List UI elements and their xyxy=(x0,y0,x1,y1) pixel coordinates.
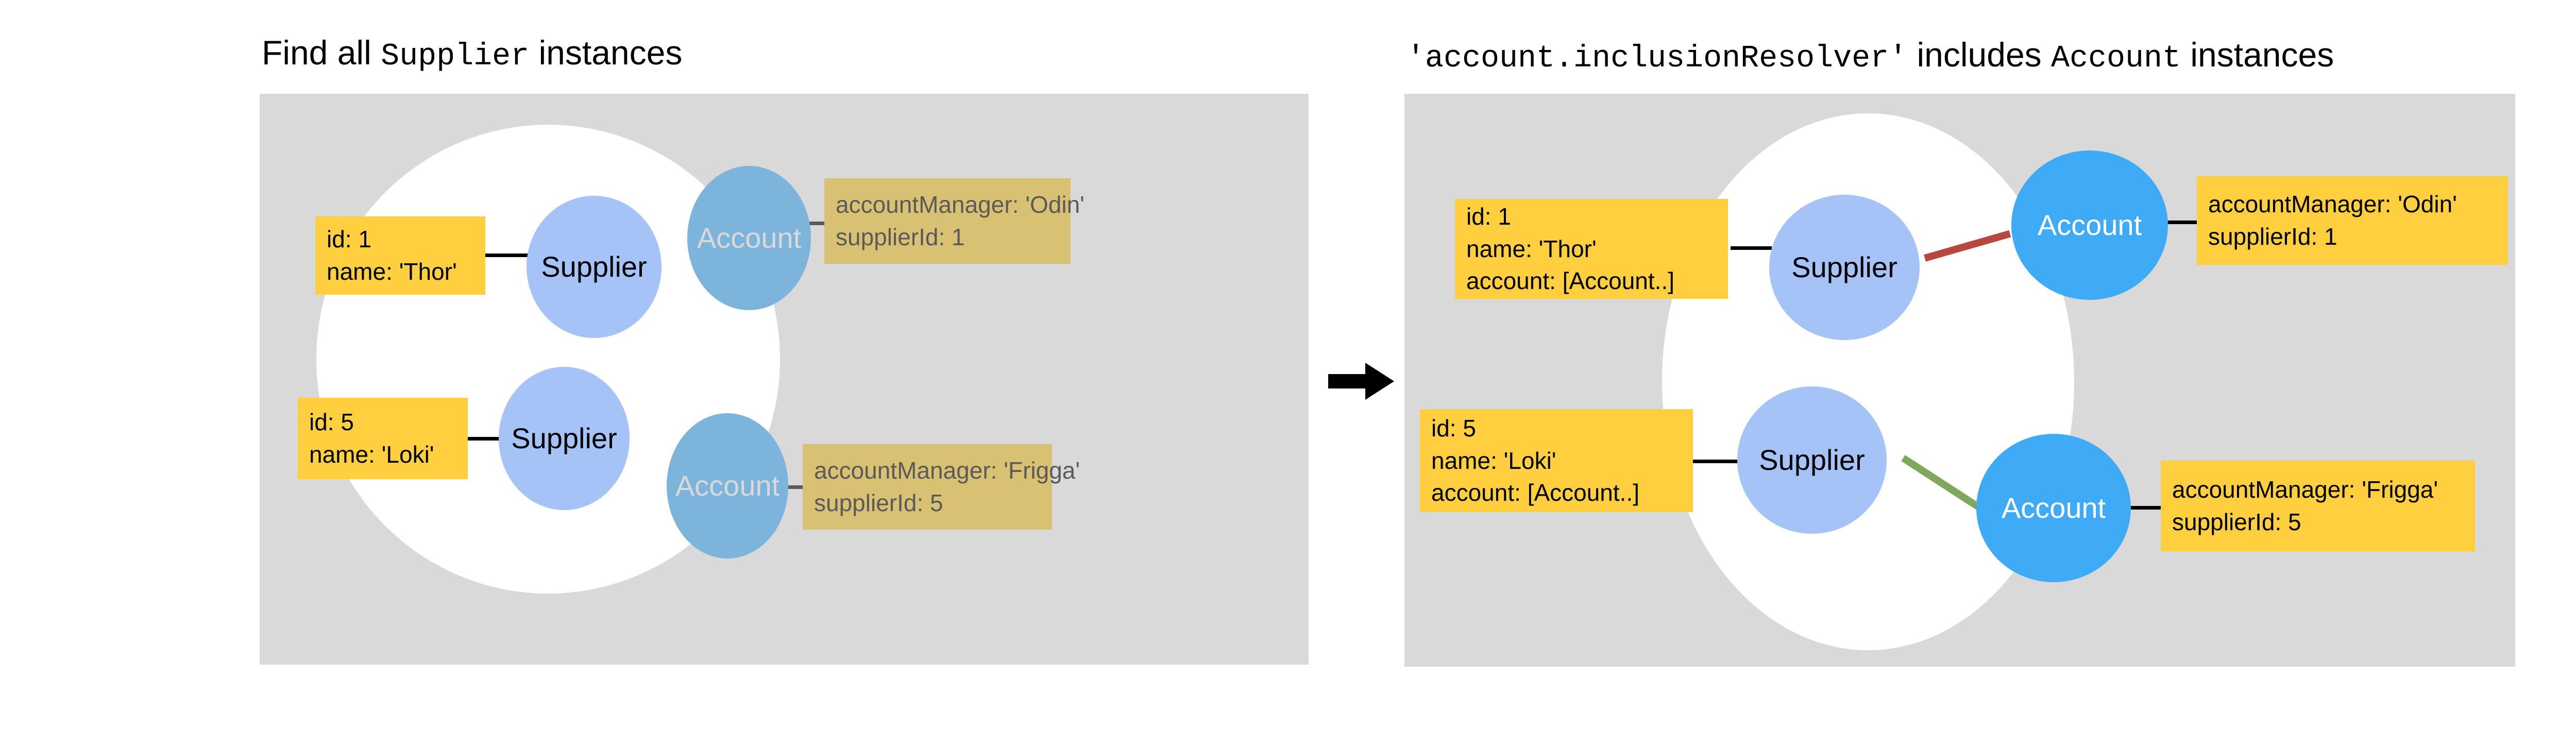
account-1-node-label-left: Account xyxy=(697,222,802,254)
left-panel: id: 1 name: 'Thor' Supplier Account acco… xyxy=(260,94,1309,665)
account-1-properties-box-left: accountManager: 'Odin' supplierId: 1 xyxy=(824,178,1084,264)
supplier-1-node-label-left: Supplier xyxy=(541,250,647,283)
account-2-manager-left: accountManager: 'Frigga' xyxy=(814,457,1080,484)
right-title-middle: includes xyxy=(1907,36,2051,74)
supplier-2-account-right: account: [Account..] xyxy=(1431,479,1640,506)
account-1-node-label-right: Account xyxy=(2037,209,2142,241)
supplier-1-node-label-right: Supplier xyxy=(1791,251,1897,283)
right-panel-title: 'account.inclusionResolver' includes Acc… xyxy=(1406,35,2334,76)
account-1-node-left[interactable]: Account xyxy=(687,166,811,310)
edge-supplier1-box-left xyxy=(483,253,530,257)
supplier-2-properties-box-left: id: 5 name: 'Loki' xyxy=(298,398,468,479)
right-title-suffix: instances xyxy=(2181,36,2334,74)
left-title-prefix: Find all xyxy=(262,33,381,72)
supplier-1-id-right: id: 1 xyxy=(1466,203,1511,230)
account-2-node-right[interactable]: Account xyxy=(1976,434,2131,582)
right-title-code2: Account xyxy=(2051,41,2181,76)
supplier-1-name-left: name: 'Thor' xyxy=(327,258,457,285)
supplier-2-name-left: name: 'Loki' xyxy=(309,441,434,468)
supplier-1-properties-box-left: id: 1 name: 'Thor' xyxy=(315,216,485,295)
account-2-properties-box-right: accountManager: 'Frigga' supplierId: 5 xyxy=(2161,461,2475,551)
account-1-node-right[interactable]: Account xyxy=(2011,150,2168,300)
right-panel: id: 1 name: 'Thor' account: [Account..] … xyxy=(1404,94,2515,667)
supplier-1-account-right: account: [Account..] xyxy=(1466,267,1675,295)
account-1-supplierid-left: supplierId: 1 xyxy=(836,224,965,250)
account-2-supplierid-left: supplierId: 5 xyxy=(814,489,943,516)
account-2-manager-right: accountManager: 'Frigga' xyxy=(2172,476,2438,503)
supplier-2-properties-box-right: id: 5 name: 'Loki' account: [Account..] xyxy=(1420,409,1693,512)
account-2-node-label-left: Account xyxy=(675,469,780,502)
supplier-2-node-label-right: Supplier xyxy=(1759,444,1865,476)
supplier-1-id-left: id: 1 xyxy=(327,226,371,253)
supplier-2-id-right: id: 5 xyxy=(1431,415,1476,442)
supplier-1-node-left[interactable]: Supplier xyxy=(527,196,662,338)
left-panel-title: Find all Supplier instances xyxy=(262,33,682,74)
account-2-supplierid-right: supplierId: 5 xyxy=(2172,509,2301,535)
account-1-supplierid-right: supplierId: 1 xyxy=(2208,223,2337,250)
edge-supplier2-box-left xyxy=(466,437,501,441)
supplier-1-properties-box-right: id: 1 name: 'Thor' account: [Account..] xyxy=(1455,199,1728,299)
edge-account1-box-left xyxy=(807,222,826,225)
supplier-2-node-right[interactable]: Supplier xyxy=(1737,386,1887,534)
supplier-2-name-right: name: 'Loki' xyxy=(1431,447,1556,474)
right-arrow-icon xyxy=(1328,363,1394,400)
edge-account2-box-right xyxy=(2131,506,2163,510)
supplier-1-name-right: name: 'Thor' xyxy=(1466,235,1597,262)
account-2-properties-box-left: accountManager: 'Frigga' supplierId: 5 xyxy=(803,444,1080,530)
account-2-node-label-right: Account xyxy=(2001,492,2106,524)
left-title-code: Supplier xyxy=(381,39,530,74)
supplier-2-id-left: id: 5 xyxy=(309,409,354,436)
edge-supplier1-box-right xyxy=(1731,246,1772,250)
account-1-properties-box-right: accountManager: 'Odin' supplierId: 1 xyxy=(2197,176,2508,265)
supplier-1-node-right[interactable]: Supplier xyxy=(1769,195,1920,340)
account-1-manager-right: accountManager: 'Odin' xyxy=(2208,191,2457,218)
edge-supplier2-box-right xyxy=(1685,460,1738,463)
account-2-node-left[interactable]: Account xyxy=(667,413,788,559)
left-title-suffix: instances xyxy=(529,33,683,72)
transition-arrow xyxy=(1328,356,1395,407)
edge-account1-box-right xyxy=(2166,221,2198,224)
supplier-2-node-label-left: Supplier xyxy=(511,422,617,454)
supplier-2-node-left[interactable]: Supplier xyxy=(499,367,630,510)
right-title-code: 'account.inclusionResolver' xyxy=(1406,41,1908,76)
edge-account2-box-left xyxy=(784,485,805,489)
account-1-manager-left: accountManager: 'Odin' xyxy=(836,191,1084,218)
